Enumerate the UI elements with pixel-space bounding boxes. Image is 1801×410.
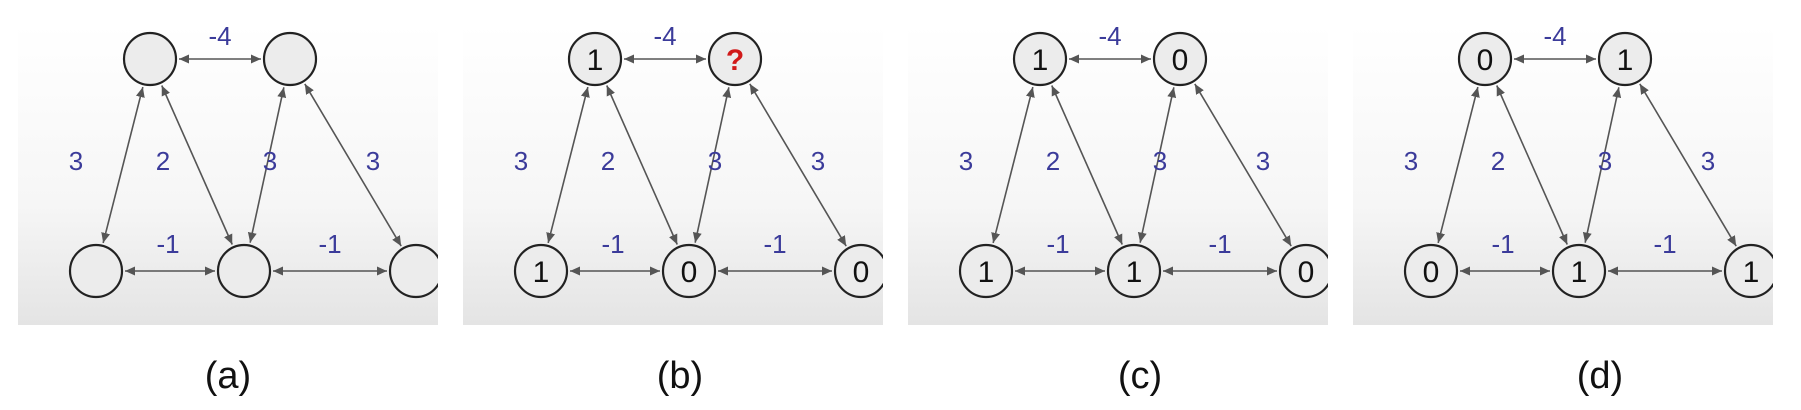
node-bl	[1403, 243, 1459, 299]
edge-weight-label: 3	[1701, 146, 1715, 176]
edge-tr-bm	[247, 87, 287, 243]
edge-tr-br	[749, 83, 847, 247]
node-state-label: 1	[978, 256, 995, 289]
edge-weight-label: -1	[1046, 229, 1069, 259]
edge-weight-label: 3	[514, 146, 528, 176]
edge-tr-bm	[1582, 87, 1622, 243]
edge-tl-bm	[1496, 85, 1568, 245]
edge-tl-bm	[1051, 85, 1123, 245]
edge-weight-label: 2	[1491, 146, 1505, 176]
edge-weight-label: -1	[1208, 229, 1231, 259]
edge-tr-bm	[692, 87, 732, 243]
edge-weight-label: 2	[1046, 146, 1060, 176]
node-bm	[661, 243, 717, 299]
node-bm	[1551, 243, 1607, 299]
caption-d: (d)	[1576, 355, 1624, 397]
edge-weight-label: 3	[959, 146, 973, 176]
node-bl	[513, 243, 569, 299]
node-state-label: 0	[1298, 256, 1315, 289]
node-tl	[122, 31, 178, 87]
edge-weight-label: -1	[318, 229, 341, 259]
node-tr	[707, 31, 763, 87]
unknown-state-label: ?	[726, 44, 744, 77]
node-state-label: 0	[1477, 44, 1494, 77]
edge-weight-label: 3	[1404, 146, 1418, 176]
diagram-svg: -4 3 2 3 3 -1 -1 1 0 1 1 0	[908, 25, 1328, 325]
diagram-svg: -4 3 2 3 3 -1 -1	[18, 25, 438, 325]
node-state-label: 1	[1126, 256, 1143, 289]
node-tl	[1012, 31, 1068, 87]
node-bm	[1106, 243, 1162, 299]
edge-weight-label: 3	[811, 146, 825, 176]
edge-weight-label: 2	[601, 146, 615, 176]
edge-weight-label: -1	[1653, 229, 1676, 259]
node-br	[1723, 243, 1773, 299]
diagram-svg: -4 3 2 3 3 -1 -1 0 1 0 1 1	[1353, 25, 1773, 325]
edge-weight-label: 2	[156, 146, 170, 176]
edge-tl-bl	[546, 86, 590, 244]
edge-tl-bm	[161, 85, 233, 245]
node-bm	[216, 243, 272, 299]
caption-a: (a)	[204, 355, 252, 397]
diagram-svg: -4 3 2 3 3 -1 -1 1? 1 0 0	[463, 25, 883, 325]
edge-weight-label: -1	[763, 229, 786, 259]
node-state-label: 1	[587, 44, 604, 77]
node-br	[833, 243, 883, 299]
node-state-label: 0	[1423, 256, 1440, 289]
edge-weight-label: -1	[156, 229, 179, 259]
edge-weight-label: 3	[708, 146, 722, 176]
edge-weight-label: -4	[208, 25, 231, 51]
node-br	[388, 243, 438, 299]
edge-tl-bl	[101, 86, 145, 244]
edge-tr-br	[1194, 83, 1292, 247]
edge-tl-bm	[606, 85, 678, 245]
caption-c: (c)	[1117, 355, 1163, 397]
node-bl	[958, 243, 1014, 299]
node-state-label: 1	[1617, 44, 1634, 77]
node-state-label: 1	[1743, 256, 1760, 289]
panel-a: -4 3 2 3 3 -1 -1	[18, 25, 438, 325]
node-tl	[567, 31, 623, 87]
edge-weight-label: -1	[601, 229, 624, 259]
edge-weight-label: 3	[69, 146, 83, 176]
node-tr	[262, 31, 318, 87]
node-state-label: 0	[1172, 44, 1189, 77]
edge-weight-label: -4	[653, 25, 676, 51]
edge-weight-label: -4	[1543, 25, 1566, 51]
caption-b: (b)	[656, 355, 704, 397]
edge-weight-label: 3	[1598, 146, 1612, 176]
edge-weight-label: 3	[1153, 146, 1167, 176]
node-bl	[68, 243, 124, 299]
node-br	[1278, 243, 1328, 299]
node-state-label: 1	[1032, 44, 1049, 77]
panel-c: -4 3 2 3 3 -1 -1 1 0 1 1 0	[908, 25, 1328, 325]
edge-tl-bl	[991, 86, 1035, 244]
panel-d: -4 3 2 3 3 -1 -1 0 1 0 1 1	[1353, 25, 1773, 325]
panel-b: -4 3 2 3 3 -1 -1 1? 1 0 0	[463, 25, 883, 325]
edge-weight-label: 3	[366, 146, 380, 176]
node-state-label: 1	[533, 256, 550, 289]
edge-weight-label: 3	[263, 146, 277, 176]
edge-weight-label: -4	[1098, 25, 1121, 51]
node-state-label: 1	[1571, 256, 1588, 289]
node-state-label: 0	[681, 256, 698, 289]
edge-tl-bl	[1436, 86, 1480, 244]
node-tr	[1597, 31, 1653, 87]
node-state-label: 0	[853, 256, 870, 289]
node-tl	[1457, 31, 1513, 87]
edge-tr-br	[304, 83, 402, 247]
edge-tr-bm	[1137, 87, 1177, 243]
node-tr	[1152, 31, 1208, 87]
edge-tr-br	[1639, 83, 1737, 247]
edge-weight-label: 3	[1256, 146, 1270, 176]
edge-weight-label: -1	[1491, 229, 1514, 259]
